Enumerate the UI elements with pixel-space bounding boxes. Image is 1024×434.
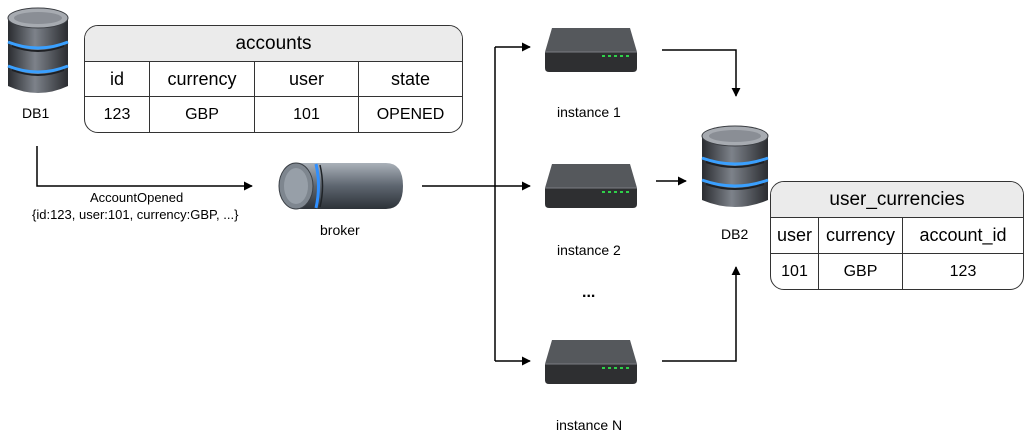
user-currencies-cell-currency: GBP (819, 254, 903, 289)
user-currencies-table-title: user_currencies (771, 182, 1023, 218)
user-currencies-header-account-id: account_id (903, 218, 1023, 254)
instance-n-to-db2-arrow (662, 266, 741, 362)
user-currencies-header-currency: currency (819, 218, 903, 254)
instance-n-label: instance N (556, 417, 623, 433)
accounts-cell-user: 101 (255, 97, 359, 132)
instance-n-server-icon (545, 340, 637, 384)
db2-label: DB2 (721, 226, 749, 242)
instance-2-label: instance 2 (557, 242, 621, 258)
event-name-label: AccountOpened (90, 190, 184, 205)
user-currencies-header-user: user (771, 218, 819, 254)
accounts-table: accounts id currency user state 123 GBP … (84, 25, 463, 133)
accounts-cell-currency: GBP (150, 97, 255, 132)
db2-database-icon (701, 125, 769, 207)
accounts-header-currency: currency (150, 62, 255, 97)
accounts-header-id: id (85, 62, 150, 97)
instance-2-server-icon (545, 164, 637, 208)
accounts-table-title: accounts (85, 26, 462, 62)
accounts-header-user: user (255, 62, 359, 97)
user-currencies-table: user_currencies user currency account_id… (770, 181, 1024, 290)
instance-1-server-icon (545, 28, 637, 72)
db1-to-broker-arrow (36, 146, 253, 191)
broker-label: broker (320, 222, 360, 238)
instance-1-to-db2-arrow (662, 49, 741, 97)
user-currencies-cell-account-id: 123 (949, 262, 977, 280)
accounts-header-state: state (359, 62, 462, 97)
event-payload-label: {id:123, user:101, currency:GBP, ...} (32, 207, 239, 222)
accounts-cell-state: OPENED (376, 105, 445, 123)
user-currencies-cell-user: 101 (771, 254, 819, 289)
instance-1-label: instance 1 (557, 104, 621, 120)
broker-queue-icon (278, 162, 403, 210)
db1-database-icon (7, 7, 69, 93)
db1-label: DB1 (22, 105, 50, 121)
instances-ellipsis: ... (582, 284, 596, 301)
accounts-cell-id: 123 (85, 97, 150, 132)
